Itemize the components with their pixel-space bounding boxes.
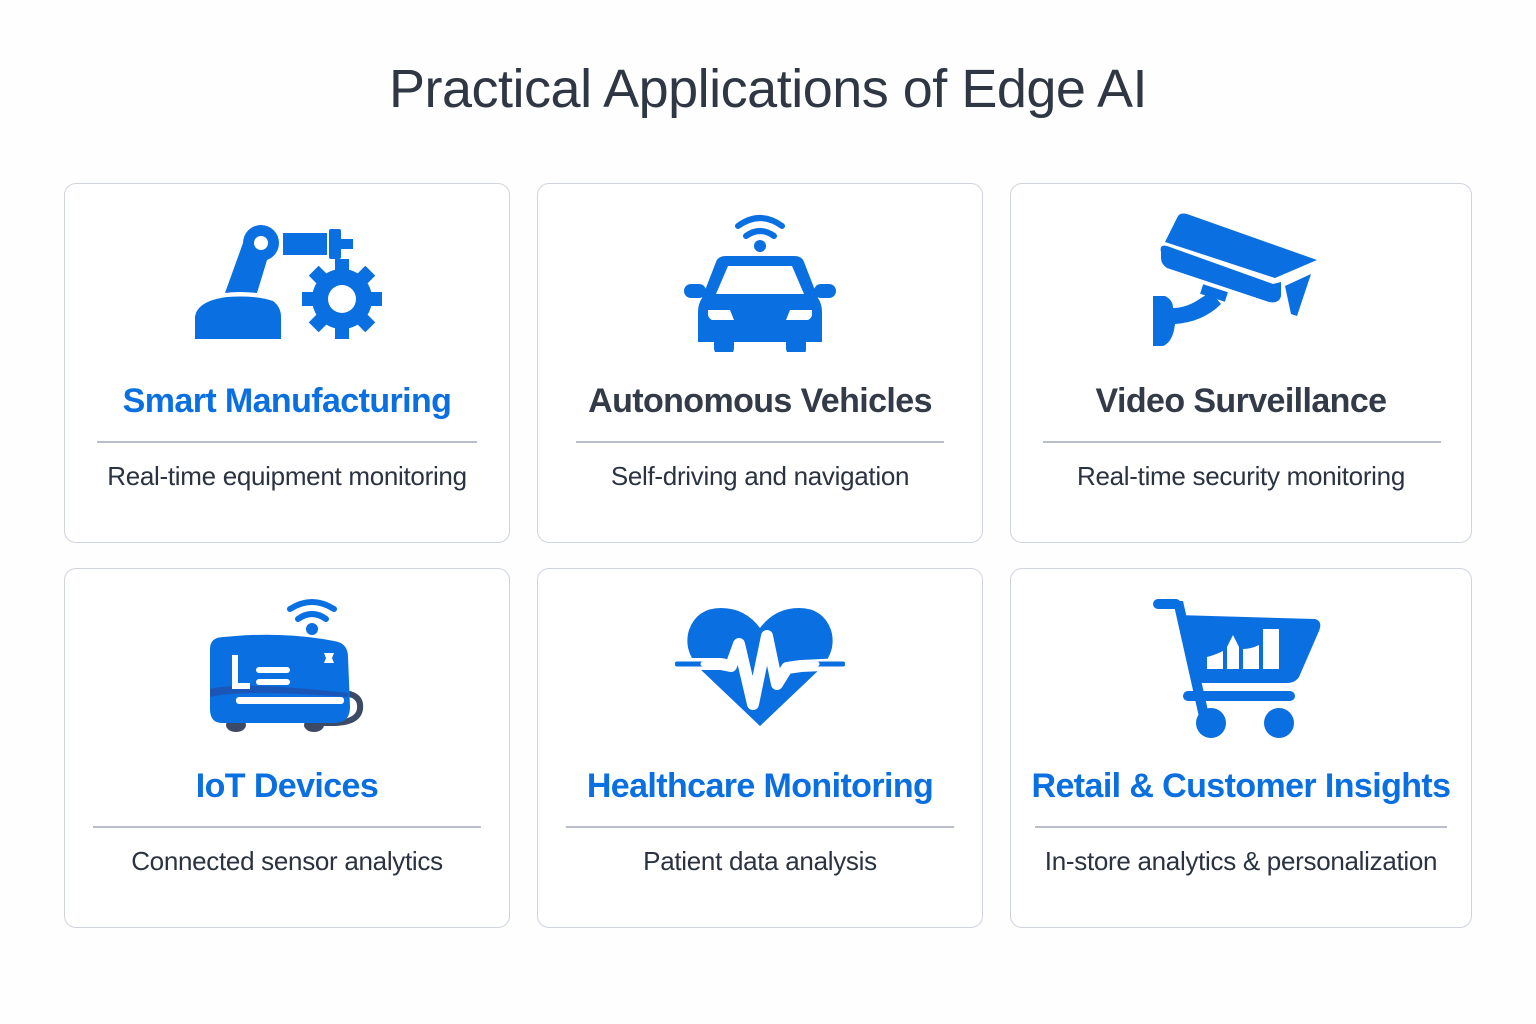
card-description: Connected sensor analytics bbox=[131, 846, 443, 876]
card-smart-manufacturing: Smart Manufacturing Real-time equipment … bbox=[64, 183, 510, 543]
card-description: Patient data analysis bbox=[643, 846, 877, 876]
divider bbox=[97, 441, 477, 443]
card-description: Self-driving and navigation bbox=[610, 461, 910, 491]
divider bbox=[1035, 826, 1447, 828]
card-description: Real-time security monitoring bbox=[1077, 461, 1405, 491]
card-iot-devices: IoT Devices Connected sensor analytics bbox=[64, 568, 510, 928]
connected-car-icon bbox=[538, 212, 982, 352]
card-title: Healthcare Monitoring bbox=[586, 767, 934, 805]
page-title: Practical Applications of Edge AI bbox=[389, 59, 1147, 119]
card-description: In-store analytics & personalization bbox=[1044, 846, 1438, 876]
card-title: Autonomous Vehicles bbox=[588, 382, 932, 420]
shopping-cart-chart-icon bbox=[1011, 597, 1471, 738]
divider bbox=[576, 441, 944, 443]
divider bbox=[1043, 441, 1441, 443]
card-title: IoT Devices bbox=[195, 767, 379, 805]
heart-pulse-icon bbox=[538, 597, 982, 737]
divider bbox=[566, 826, 954, 828]
card-title: Smart Manufacturing bbox=[122, 382, 452, 420]
security-camera-icon bbox=[1011, 212, 1471, 352]
robotic-arm-gear-icon bbox=[65, 212, 509, 352]
divider bbox=[93, 826, 481, 828]
card-title: Retail & Customer Insights bbox=[1031, 767, 1452, 805]
card-title: Video Surveillance bbox=[1095, 382, 1388, 420]
card-healthcare-monitoring: Healthcare Monitoring Patient data analy… bbox=[537, 568, 983, 928]
card-autonomous-vehicles: Autonomous Vehicles Self-driving and nav… bbox=[537, 183, 983, 543]
card-video-surveillance: Video Surveillance Real-time security mo… bbox=[1010, 183, 1472, 543]
card-description: Real-time equipment monitoring bbox=[107, 461, 467, 491]
card-retail-customer-insights: Retail & Customer Insights In-store anal… bbox=[1010, 568, 1472, 928]
iot-device-wifi-icon bbox=[65, 597, 509, 737]
